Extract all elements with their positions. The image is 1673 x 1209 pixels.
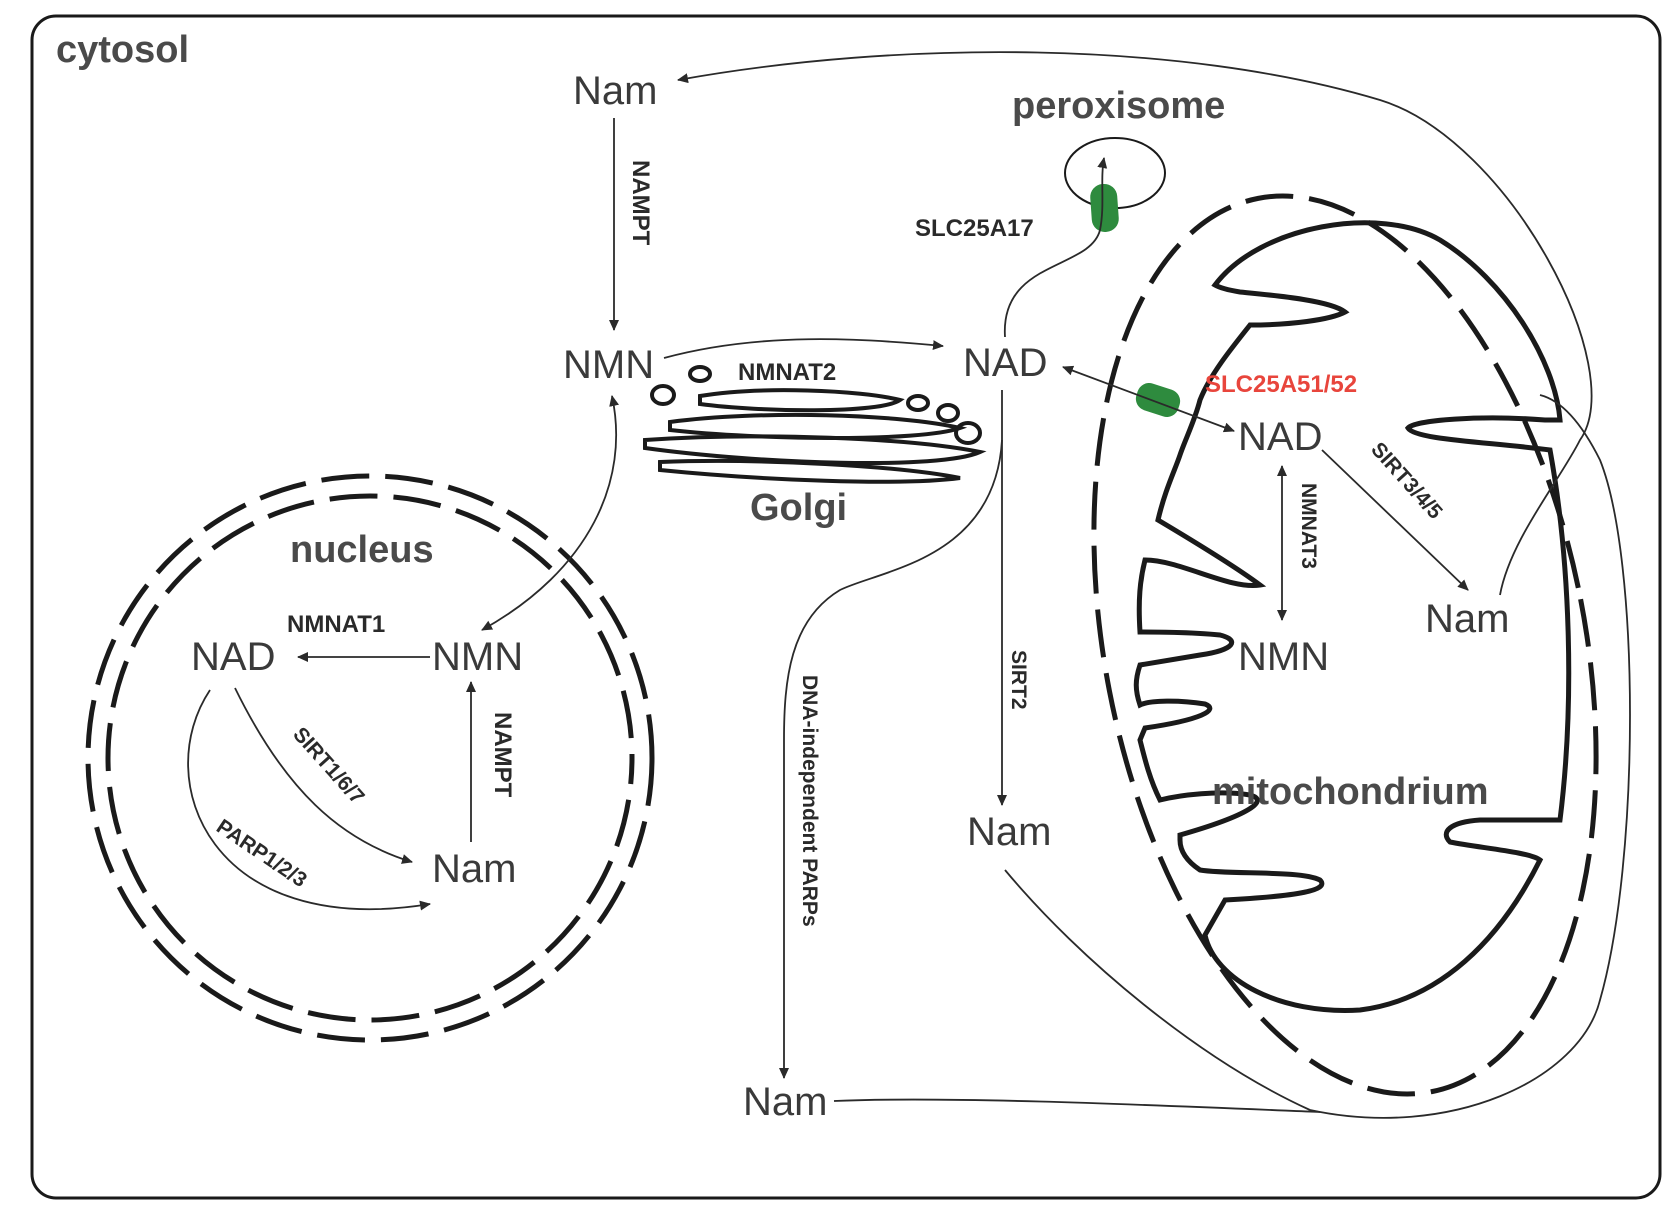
- metabolite-nam-mitochondrium: Nam: [1425, 597, 1509, 641]
- golgi-label: Golgi: [750, 487, 847, 529]
- enzyme-sirt3-4-5: SIRT3/4/5: [1366, 438, 1447, 524]
- slc25a51-52-transporter: [1135, 383, 1181, 417]
- metabolite-nmn-nucleus: NMN: [432, 635, 523, 679]
- peroxisome-label: peroxisome: [1012, 85, 1225, 127]
- metabolite-nmn-mitochondrium: NMN: [1238, 635, 1329, 679]
- metabolite-nad-cytosol: NAD: [963, 341, 1047, 385]
- line-parps-nam-recycle: [833, 1098, 1321, 1113]
- mitochondrion-outer-membrane: [1091, 193, 1599, 1097]
- arrow-nmn-exchange: [481, 395, 619, 631]
- cell-boundary: [30, 14, 1662, 1200]
- enzyme-sirt2: SIRT2: [1007, 650, 1030, 710]
- enzyme-nmnat2: NMNAT2: [738, 359, 836, 386]
- enzyme-nmnat1: NMNAT1: [287, 611, 385, 638]
- metabolite-nad-nucleus: NAD: [191, 635, 275, 679]
- nucleus-label: nucleus: [290, 529, 434, 571]
- arrow-sirt1-6-7: [234, 687, 413, 864]
- nucleus-membrane: [85, 473, 655, 1043]
- cytosol-label: cytosol: [56, 29, 189, 71]
- enzyme-dna-independent-parps: DNA-independent PARPs: [798, 675, 821, 927]
- metabolite-nam-nucleus: Nam: [432, 847, 516, 891]
- enzyme-nmnat3: NMNAT3: [1297, 483, 1320, 569]
- enzyme-nampt-cytosol: NAMPT: [627, 160, 654, 246]
- arrow-slc25a51-52: [1062, 365, 1235, 433]
- metabolite-nmn-cytosol: NMN: [563, 343, 654, 387]
- metabolite-nam-parps: Nam: [743, 1080, 827, 1124]
- line-mito-nam-recycle: [677, 51, 1593, 596]
- arrow-sirt3-4-5: [1321, 449, 1469, 591]
- arrow-slc25a17: [1004, 157, 1108, 338]
- metabolite-nam-cytosol-top: Nam: [573, 69, 657, 113]
- transporter-slc25a51-52: SLC25A51/52: [1205, 371, 1357, 398]
- arrow-dna-parps: [779, 439, 1003, 1079]
- slc25a17-transporter: [1090, 183, 1119, 232]
- metabolite-nam-sirt2: Nam: [967, 810, 1051, 854]
- golgi-apparatus: [643, 365, 987, 484]
- enzyme-parp1-2-3: PARP1/2/3: [212, 815, 311, 892]
- mitochondrium-label: mitochondrium: [1212, 771, 1489, 813]
- arrow-nmnat2: [663, 338, 944, 359]
- transporter-slc25a17: SLC25A17: [915, 215, 1034, 242]
- mitochondrion-inner-membrane: [1133, 220, 1572, 1013]
- line-sirt2-nam-recycle: [1004, 394, 1631, 1119]
- metabolite-nad-mitochondrium: NAD: [1238, 415, 1322, 459]
- arrow-parp1-2-3: [187, 689, 431, 911]
- enzyme-sirt1-6-7: SIRT1/6/7: [288, 723, 368, 809]
- enzyme-nampt-nucleus: NAMPT: [489, 712, 516, 798]
